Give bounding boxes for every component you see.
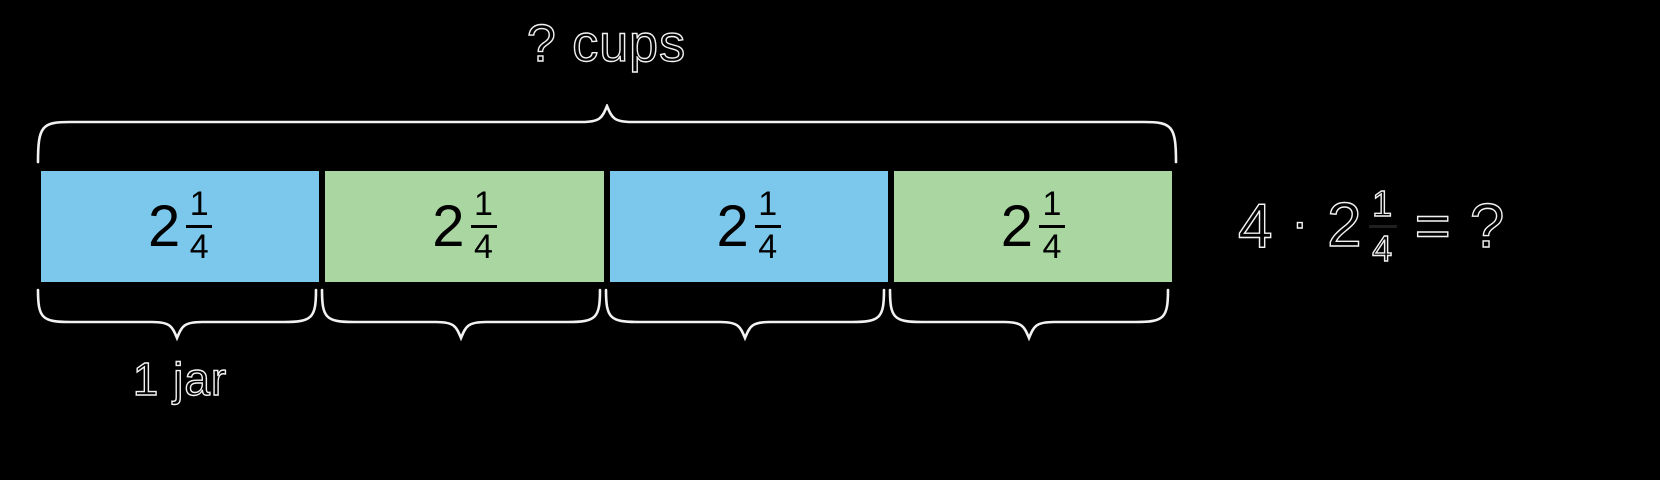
mixed-number: 2 1 4	[1001, 187, 1065, 265]
equation-multiplier: 4	[1237, 191, 1274, 261]
equation-numerator: 1	[1371, 182, 1394, 224]
whole-number: 2	[1000, 193, 1033, 259]
equation: 4 · 2 1 4 = ?	[1237, 166, 1506, 286]
fraction: 1 4	[470, 185, 497, 266]
mixed-number: 2 1 4	[716, 185, 781, 266]
numerator: 1	[758, 185, 778, 224]
bottom-braces	[30, 288, 1184, 344]
fraction-bar	[754, 225, 781, 228]
fraction-bar	[1039, 225, 1065, 228]
tape-cell[interactable]: 2 1 4	[606, 168, 891, 285]
numerator: 1	[189, 185, 209, 224]
numerator: 1	[474, 185, 493, 224]
numerator: 1	[1042, 185, 1062, 224]
bottom-label-jar: 1 jar	[132, 352, 228, 405]
top-brace	[30, 102, 1184, 164]
whole-number: 2	[716, 193, 749, 259]
mixed-number: 2 1 4	[432, 185, 497, 266]
bottom-brace	[36, 288, 318, 342]
equation-denominator: 4	[1371, 227, 1394, 269]
whole-number: 2	[147, 193, 181, 259]
tape-cell[interactable]: 2 1 4	[38, 168, 323, 285]
fraction-bar	[470, 225, 497, 228]
equals-sign: =	[1414, 191, 1452, 261]
equation-mixed-number: 2 1 4	[1326, 182, 1397, 269]
equation-fraction-bar	[1368, 224, 1397, 228]
fraction: 1 4	[754, 185, 781, 266]
fraction: 1 4	[1039, 187, 1065, 265]
denominator: 4	[474, 228, 493, 266]
fraction: 1 4	[186, 185, 213, 266]
top-label-cups: ? cups	[526, 14, 687, 73]
denominator: 4	[758, 228, 778, 266]
tape-cell[interactable]: 2 1 4	[322, 168, 607, 285]
equation-fraction: 1 4	[1368, 182, 1397, 269]
fraction-bar	[186, 225, 213, 228]
tape-diagram: 2 1 4 2 1 4 2 1	[38, 168, 1175, 285]
multiplication-dot-icon: ·	[1291, 194, 1310, 250]
equation-whole-number: 2	[1326, 191, 1363, 260]
whole-number: 2	[432, 193, 465, 259]
bottom-brace	[320, 288, 602, 342]
mixed-number: 2 1 4	[147, 185, 213, 266]
equation-result: ?	[1469, 191, 1506, 261]
tape-cell[interactable]: 2 1 4	[890, 168, 1175, 285]
denominator: 4	[189, 228, 209, 266]
denominator: 4	[1042, 228, 1062, 266]
bottom-brace	[604, 288, 886, 342]
bottom-brace	[888, 288, 1170, 342]
